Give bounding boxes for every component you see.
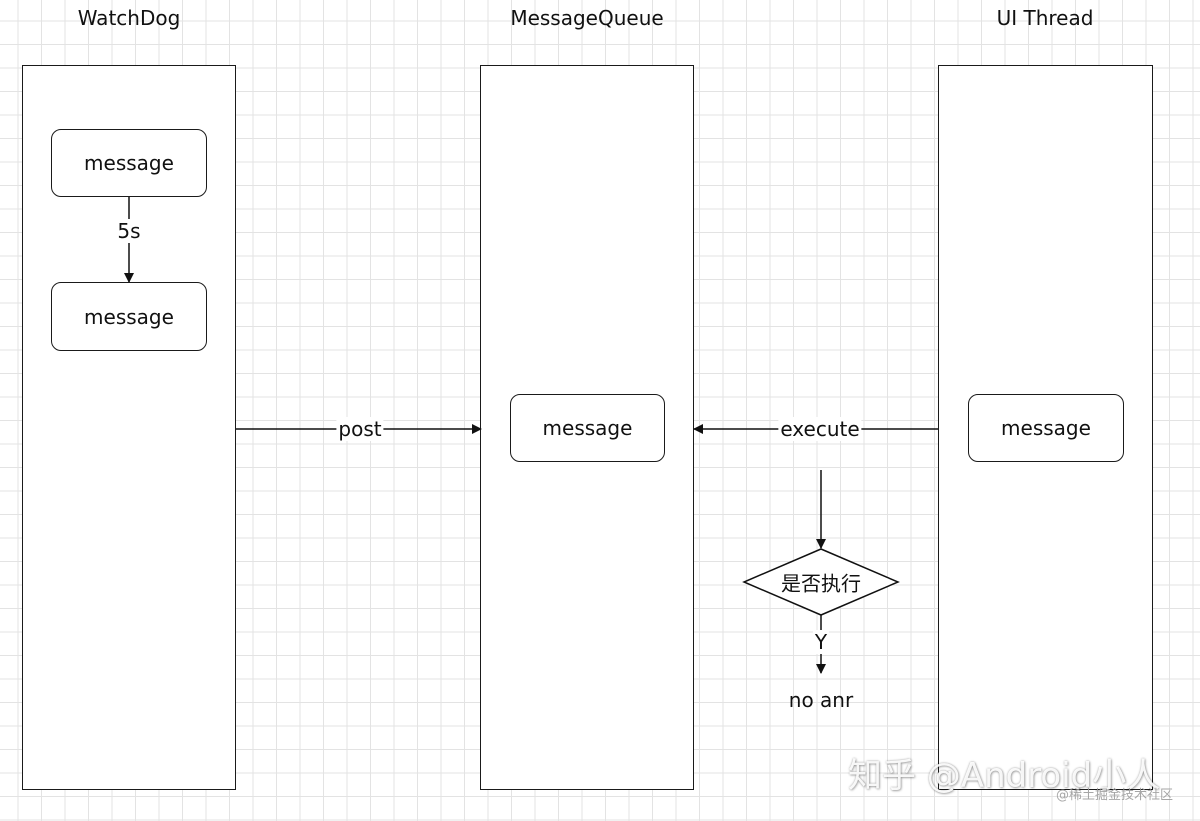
execute-label: execute bbox=[778, 417, 862, 441]
zhihu-watermark: 知乎 @Android小人 bbox=[848, 756, 1161, 796]
juejin-watermark: @稀土掘金技术社区 bbox=[1056, 788, 1174, 803]
watchdog-message-1: message bbox=[51, 129, 207, 197]
ui-thread-message-label: message bbox=[1001, 416, 1091, 440]
lane-title-watchdog: WatchDog bbox=[77, 6, 181, 30]
result-label: no anr bbox=[788, 688, 854, 712]
lane-title-messagequeue: MessageQueue bbox=[510, 6, 664, 30]
ui-thread-message: message bbox=[968, 394, 1124, 462]
queue-message-label: message bbox=[542, 416, 633, 440]
queue-message: message bbox=[510, 394, 665, 462]
watchdog-message-1-label: message bbox=[84, 151, 174, 175]
lane-title-ui-thread: UI Thread bbox=[996, 6, 1094, 30]
watchdog-message-2: message bbox=[51, 282, 207, 351]
post-label: post bbox=[336, 417, 384, 441]
watchdog-message-2-label: message bbox=[84, 304, 174, 329]
yes-label: Y bbox=[812, 630, 830, 654]
interval-label: 5s bbox=[115, 219, 143, 243]
decision-label: 是否执行 bbox=[781, 571, 861, 596]
